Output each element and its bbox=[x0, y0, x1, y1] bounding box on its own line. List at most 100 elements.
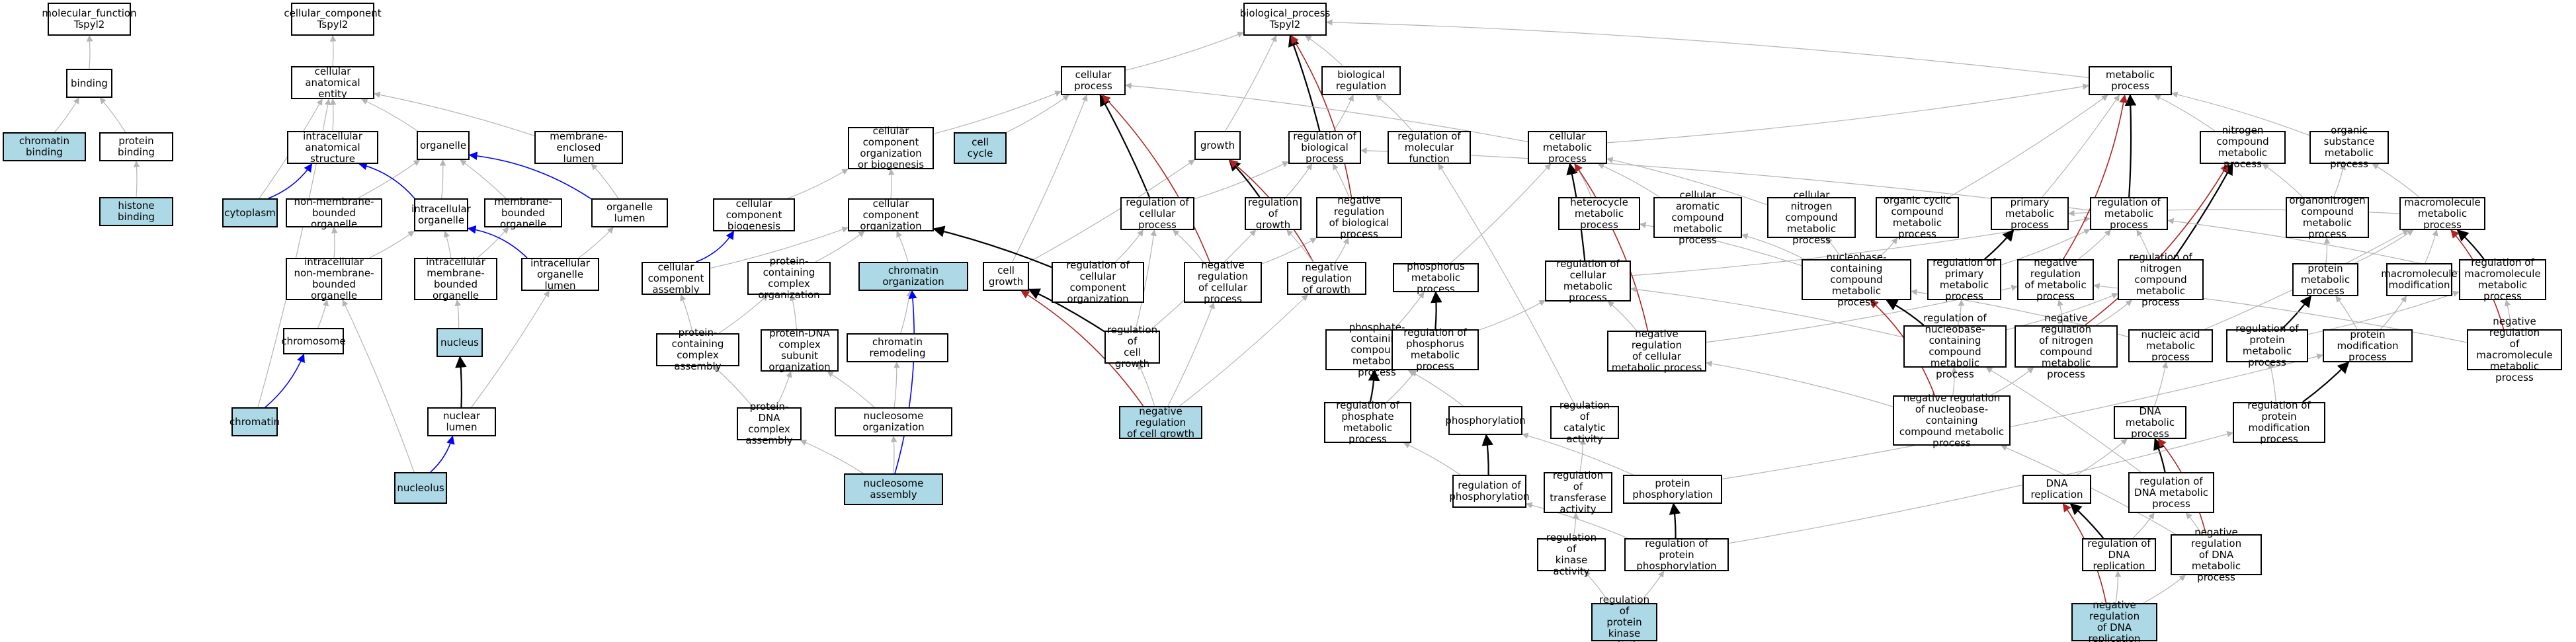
go-term-node-rcp[interactable]: regulation of cellular process bbox=[1120, 196, 1194, 230]
go-term-node-chromrem[interactable]: chromatin remodeling bbox=[847, 333, 948, 362]
go-term-node-rcg[interactable]: regulation of cell growth bbox=[1104, 325, 1160, 370]
go-term-node-rnbcmp[interactable]: regulation of nucleobase-containing comp… bbox=[1903, 313, 2007, 380]
go-term-node-ccob[interactable]: cellular component organization or bioge… bbox=[848, 126, 934, 171]
go-term-node-cmp[interactable]: cellular metabolic process bbox=[1528, 130, 1607, 164]
go-term-node-nrgrowth[interactable]: negative regulation of growth bbox=[1287, 261, 1366, 295]
go-term-node-iol[interactable]: intracellular organelle lumen bbox=[521, 257, 599, 291]
go-term-node-nucleolus[interactable]: nucleolus bbox=[394, 472, 447, 504]
go-term-node-rpmod[interactable]: regulation of protein modification proce… bbox=[2233, 400, 2325, 445]
go-term-node-ncmp[interactable]: nitrogen compound metabolic process bbox=[2200, 125, 2286, 170]
go-term-node-rta[interactable]: regulation of transferase activity bbox=[1544, 470, 1612, 515]
go-term-node-nrdnarep[interactable]: negative regulation of DNA replication bbox=[2071, 600, 2157, 642]
go-term-node-cco[interactable]: cellular component organization bbox=[848, 198, 934, 231]
go-term-node-cellcycle[interactable]: cell cycle bbox=[954, 132, 1007, 164]
go-term-node-chrombind[interactable]: chromatin binding bbox=[3, 132, 86, 161]
go-term-node-growth[interactable]: growth bbox=[1194, 131, 1241, 160]
go-term-node-namp[interactable]: nucleic acid metabolic process bbox=[2128, 329, 2213, 362]
go-term-node-nrdnamp[interactable]: negative regulation of DNA metabolic pro… bbox=[2171, 526, 2262, 582]
go-term-node-rdnarep[interactable]: regulation of DNA replication bbox=[2082, 538, 2156, 571]
go-term-node-nrmmp[interactable]: negative regulation of macromolecule met… bbox=[2467, 316, 2562, 383]
go-term-label: organonitrogen compound metabolic proces… bbox=[2289, 194, 2366, 240]
go-term-node-ccbio[interactable]: cellular component biogenesis bbox=[713, 198, 795, 231]
go-term-node-rdnamp[interactable]: regulation of DNA metabolic process bbox=[2128, 472, 2214, 513]
go-term-node-phosmp[interactable]: phosphorus metabolic process bbox=[1393, 261, 1479, 294]
go-term-node-macmod[interactable]: macromolecule modification bbox=[2381, 263, 2458, 296]
go-term-node-chromosome[interactable]: chromosome bbox=[281, 328, 346, 354]
go-term-node-rmmp[interactable]: regulation of macromolecule metabolic pr… bbox=[2459, 257, 2546, 302]
go-term-node-rpka[interactable]: regulation of protein kinase activity bbox=[1591, 594, 1657, 642]
go-term-node-nrnbcmp[interactable]: negative regulation of nucleobase-contai… bbox=[1893, 392, 2011, 448]
go-term-node-pdna[interactable]: protein-DNA complex subunit organization bbox=[761, 328, 839, 373]
go-term-node-dnamp[interactable]: DNA metabolic process bbox=[2114, 405, 2186, 439]
go-term-node-nucorg[interactable]: nucleosome organization bbox=[835, 407, 952, 436]
go-term-node-mel[interactable]: membrane-enclosed lumen bbox=[534, 130, 623, 164]
go-term-node-osmp[interactable]: organic substance metabolic process bbox=[2309, 125, 2389, 170]
go-term-node-cae[interactable]: cellular anatomical entity bbox=[291, 65, 374, 99]
go-term-node-phosph[interactable]: phosphorylation bbox=[1445, 406, 1526, 435]
go-term-node-hmp[interactable]: heterocycle metabolic process bbox=[1558, 196, 1640, 230]
go-term-node-rphos[interactable]: regulation of phosphorylation bbox=[1449, 475, 1530, 508]
go-term-node-rpp[interactable]: regulation of protein phosphorylation bbox=[1624, 538, 1729, 571]
go-term-node-histbind[interactable]: histone binding bbox=[99, 197, 173, 226]
go-term-node-occmp[interactable]: organic cyclic compound metabolic proces… bbox=[1876, 195, 1959, 240]
go-term-node-pcco[interactable]: protein-containing complex organization bbox=[747, 256, 831, 301]
go-term-node-cp[interactable]: cellular process bbox=[1061, 66, 1126, 95]
go-term-node-oncmp[interactable]: organonitrogen compound metabolic proces… bbox=[2286, 194, 2369, 240]
go-term-node-cytoplasm[interactable]: cytoplasm bbox=[222, 198, 278, 227]
go-term-node-protphos[interactable]: protein phosphorylation bbox=[1623, 475, 1722, 504]
go-term-node-cc[interactable]: cellular_component Tspyl2 bbox=[284, 3, 382, 36]
go-term-node-ias[interactable]: intracellular anatomical structure bbox=[287, 130, 378, 164]
go-term-node-mp[interactable]: metabolic process bbox=[2089, 66, 2172, 95]
go-term-node-rgrowth[interactable]: regulation of growth bbox=[1245, 196, 1302, 230]
go-term-node-rmp[interactable]: regulation of metabolic process bbox=[2090, 196, 2168, 230]
go-term-node-cellgrowth[interactable]: cell growth bbox=[983, 262, 1029, 291]
go-term-node-mf[interactable]: molecular_function Tspyl2 bbox=[42, 3, 137, 36]
go-term-node-dnarep[interactable]: DNA replication bbox=[2022, 475, 2091, 504]
go-term-node-nmbo[interactable]: non-membrane-bounded organelle bbox=[286, 196, 382, 229]
go-term-node-pmp[interactable]: primary metabolic process bbox=[1991, 196, 2069, 230]
go-term-node-cncmp[interactable]: cellular nitrogen compound metabolic pro… bbox=[1767, 189, 1856, 245]
go-term-node-io[interactable]: intracellular organelle bbox=[411, 198, 471, 231]
go-term-node-ol[interactable]: organelle lumen bbox=[591, 198, 668, 227]
go-term-node-inmbo[interactable]: intracellular non-membrane-bounded organ… bbox=[286, 257, 382, 301]
go-term-node-chromatin[interactable]: chromatin bbox=[229, 407, 280, 436]
go-term-node-nrncmp[interactable]: negative regulation of nitrogen compound… bbox=[2015, 313, 2118, 380]
go-term-node-chromorg[interactable]: chromatin organization bbox=[858, 262, 968, 291]
go-term-node-protmp[interactable]: protein metabolic process bbox=[2292, 262, 2358, 296]
go-term-node-nbcmp[interactable]: nucleobase-containing compound metabolic… bbox=[1802, 251, 1911, 307]
go-term-node-breg[interactable]: biological regulation bbox=[1321, 66, 1401, 95]
go-term-node-pcca[interactable]: protein-containing complex assembly bbox=[656, 327, 739, 372]
go-term-node-protmod[interactable]: protein modification process bbox=[2323, 329, 2413, 362]
go-term-node-rcco[interactable]: regulation of cellular component organiz… bbox=[1052, 260, 1144, 305]
go-term-node-nrcp[interactable]: negative regulation of cellular process bbox=[1184, 260, 1262, 305]
go-term-node-nrbp[interactable]: negative regulation of biological proces… bbox=[1316, 195, 1402, 240]
go-term-node-rbp[interactable]: regulation of biological process bbox=[1288, 130, 1361, 164]
go-term-node-nrcg[interactable]: negative regulation of cell growth bbox=[1119, 405, 1202, 439]
edge-rpp-to-rpmod bbox=[1728, 431, 2233, 544]
go-term-node-nucass[interactable]: nucleosome assembly bbox=[844, 473, 943, 505]
go-term-node-nrcmp[interactable]: negative regulation of cellular metaboli… bbox=[1607, 329, 1706, 374]
go-term-node-acmp[interactable]: cellular aromatic compound metabolic pro… bbox=[1653, 189, 1742, 245]
go-term-node-rprotmp[interactable]: regulation of protein metabolic process bbox=[2226, 323, 2308, 368]
go-term-node-rphmp[interactable]: regulation of phosphorus metabolic proce… bbox=[1392, 327, 1479, 372]
go-term-node-rphosmp[interactable]: regulation of phosphate metabolic proces… bbox=[1324, 400, 1411, 445]
go-term-node-rpmp[interactable]: regulation of primary metabolic process bbox=[1927, 257, 2001, 302]
go-term-node-protbind[interactable]: protein binding bbox=[99, 132, 173, 161]
go-term-node-rncmp[interactable]: regulation of nitrogen compound metaboli… bbox=[2118, 251, 2204, 307]
go-term-node-pdnaca[interactable]: protein-DNA complex assembly bbox=[737, 401, 802, 446]
go-term-node-mmp[interactable]: macromolecule metabolic process bbox=[2399, 196, 2485, 230]
go-term-node-nrmp[interactable]: negative regulation of metabolic process bbox=[2017, 257, 2094, 302]
go-term-node-organelle[interactable]: organelle bbox=[417, 131, 470, 160]
go-term-node-rmf[interactable]: regulation of molecular function bbox=[1388, 130, 1471, 164]
go-term-node-binding[interactable]: binding bbox=[66, 69, 112, 98]
go-term-node-rcmp[interactable]: regulation of cellular metabolic process bbox=[1545, 259, 1631, 303]
go-term-node-nucleus[interactable]: nucleus bbox=[436, 328, 483, 357]
go-term-node-nl[interactable]: nuclear lumen bbox=[427, 407, 496, 436]
go-term-node-cca[interactable]: cellular component assembly bbox=[642, 261, 710, 295]
go-term-node-mbo[interactable]: membrane-bounded organelle bbox=[484, 196, 562, 229]
go-term-node-rka[interactable]: regulation of kinase activity bbox=[1537, 532, 1606, 577]
go-term-node-imbo[interactable]: intracellular membrane-bounded organelle bbox=[414, 257, 497, 301]
go-term-node-rca[interactable]: regulation of catalytic activity bbox=[1550, 400, 1619, 445]
go-term-node-bp[interactable]: biological_process Tspyl2 bbox=[1240, 3, 1330, 36]
go-term-label: regulation of macromolecule metabolic pr… bbox=[2464, 257, 2541, 302]
